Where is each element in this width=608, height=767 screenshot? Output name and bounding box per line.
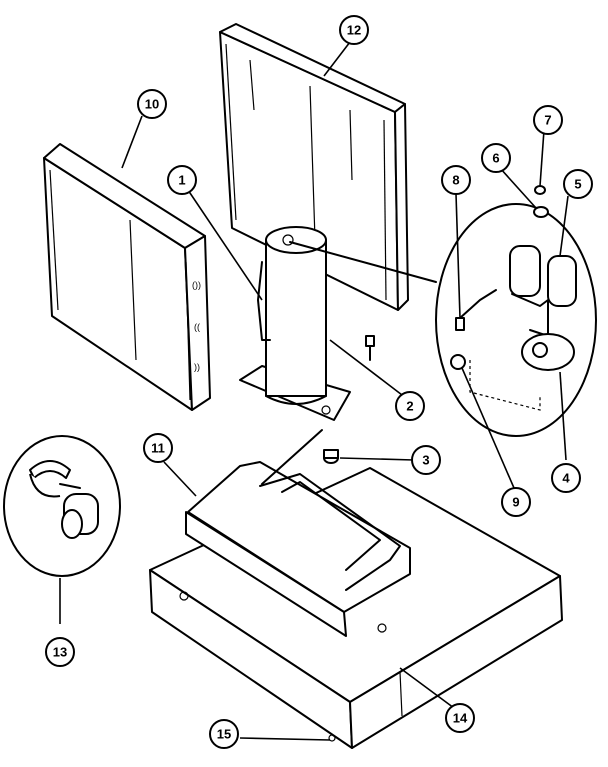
clamp-detail-circle — [3, 435, 121, 577]
callout-14: 14 — [445, 703, 475, 733]
mounting-screw — [365, 335, 375, 361]
callout-label: 11 — [151, 441, 165, 456]
grommet — [323, 449, 339, 464]
callout-label: 14 — [453, 711, 468, 726]
callout-2: 2 — [395, 391, 425, 421]
callout-6: 6 — [481, 143, 511, 173]
callout-5: 5 — [563, 169, 593, 199]
evaporator-coil-panel: ()) (( )) — [43, 143, 211, 411]
svg-text:((: (( — [194, 322, 200, 332]
callout-label: 8 — [452, 173, 459, 188]
callout-11: 11 — [143, 433, 173, 463]
callout-4: 4 — [551, 463, 581, 493]
svg-text:)): )) — [194, 362, 200, 372]
callout-label: 15 — [217, 727, 231, 742]
condenser-coil-panel — [219, 23, 409, 311]
callout-label: 3 — [422, 453, 429, 468]
compressor — [239, 226, 437, 421]
callout-label: 4 — [562, 471, 570, 486]
callout-10: 10 — [137, 89, 167, 119]
callout-label: 13 — [53, 645, 67, 660]
callout-label: 7 — [544, 113, 551, 128]
callout-15: 15 — [209, 719, 239, 749]
callout-3: 3 — [411, 445, 441, 475]
drain-pan-bracket — [185, 429, 411, 637]
callout-9: 9 — [501, 487, 531, 517]
callout-1: 1 — [167, 165, 197, 195]
callout-label: 9 — [512, 495, 519, 510]
callout-label: 10 — [145, 97, 159, 112]
callout-13: 13 — [45, 637, 75, 667]
callout-label: 6 — [492, 151, 499, 166]
callout-12: 12 — [339, 15, 369, 45]
callout-label: 5 — [574, 177, 581, 192]
callout-label: 12 — [347, 23, 361, 38]
callout-7: 7 — [533, 105, 563, 135]
callout-8: 8 — [441, 165, 471, 195]
callout-label: 2 — [406, 399, 413, 414]
callout-label: 1 — [178, 173, 185, 188]
leader-lines — [59, 41, 569, 741]
capacitor-detail-circle — [435, 185, 597, 437]
svg-text:()): ()) — [192, 280, 201, 290]
